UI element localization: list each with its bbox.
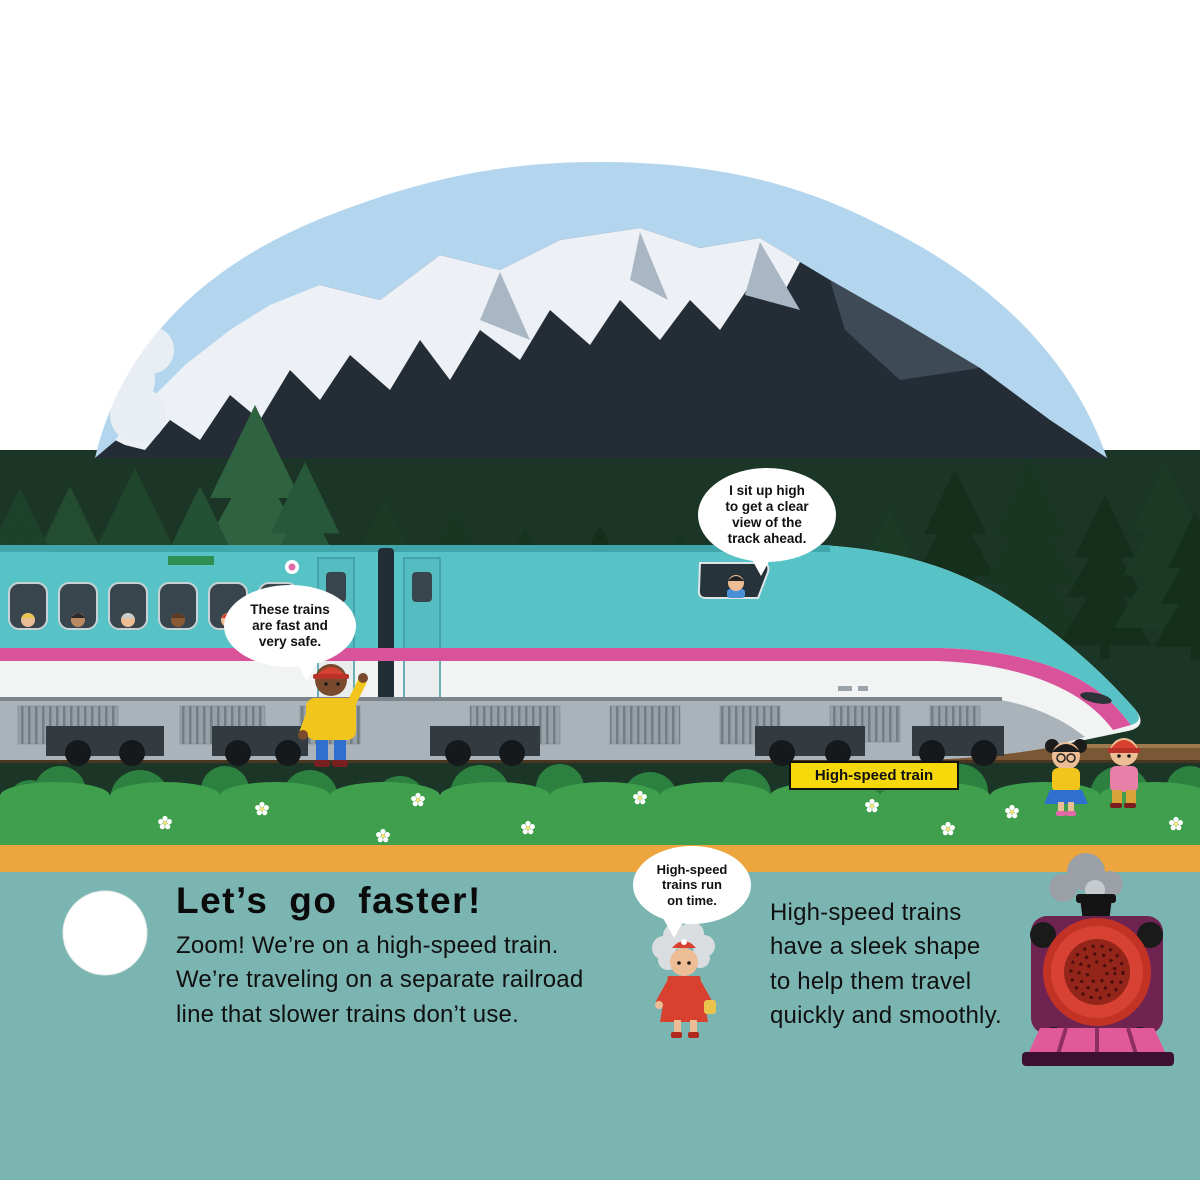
bottom-band: [0, 872, 1200, 1180]
speech-bubble-boy: These trains are fast and very safe.: [224, 585, 356, 681]
speech-bubble-grandma: High-speed trains run on time.: [633, 846, 751, 938]
high-speed-train: [0, 545, 1141, 766]
grass: [0, 782, 1200, 845]
boy-right: [1108, 738, 1140, 808]
waving-boy: [298, 664, 368, 767]
boy-right-cap: [1110, 740, 1138, 750]
destination-display: [168, 556, 214, 565]
train-pink-stripe: [0, 648, 1131, 730]
kids-pair: [1044, 738, 1140, 816]
mountain: [95, 228, 1107, 458]
train-label: High-speed train: [789, 761, 959, 790]
grandma-bag: [704, 1000, 716, 1014]
headlight: [1080, 692, 1112, 704]
orange-stripe: [0, 845, 1200, 872]
girl: [1044, 739, 1088, 816]
snow-cap: [115, 228, 800, 450]
page-title: Let’s go faster!: [176, 880, 482, 921]
right-paragraph: High-speed trains have a sleek shape to …: [770, 899, 1002, 1029]
speech-bubble-driver: I sit up high to get a clear view of the…: [698, 468, 836, 576]
bogies: [46, 726, 1004, 766]
sound-button-hole: [62, 890, 148, 976]
toy-sound-train: [1022, 853, 1174, 1066]
train-driver: [727, 575, 745, 598]
speaker-grille: [1064, 939, 1130, 1005]
train-door-right: [403, 557, 441, 699]
intro-paragraph: Zoom! We’re on a high-speed train. We’re…: [176, 932, 584, 1028]
